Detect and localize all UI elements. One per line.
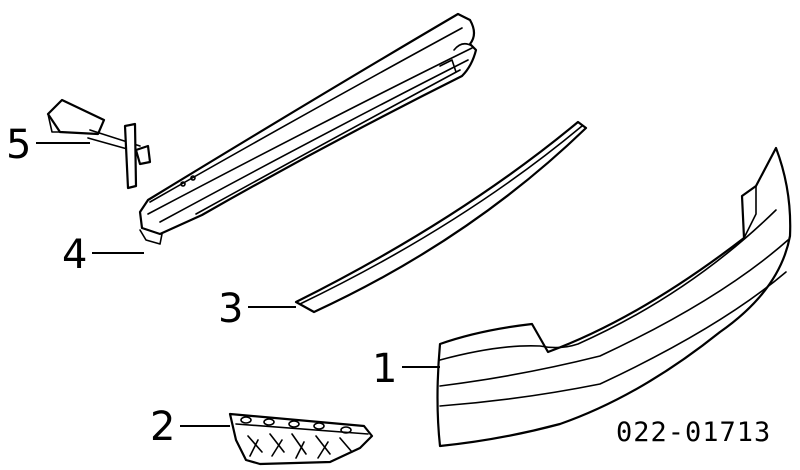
callout-4: 4 bbox=[62, 232, 87, 278]
callout-5: 5 bbox=[6, 122, 31, 168]
part-4-reinforcement-bar bbox=[138, 12, 478, 245]
part-1-bumper-cover bbox=[436, 146, 792, 448]
part-5-fastener bbox=[46, 98, 152, 190]
part-3-trim-strip bbox=[294, 120, 588, 314]
callout-1: 1 bbox=[372, 346, 397, 392]
part-2-bracket bbox=[228, 412, 374, 466]
callout-3: 3 bbox=[218, 286, 243, 332]
reference-code: 022-01713 bbox=[616, 417, 771, 448]
callout-2: 2 bbox=[150, 404, 175, 450]
